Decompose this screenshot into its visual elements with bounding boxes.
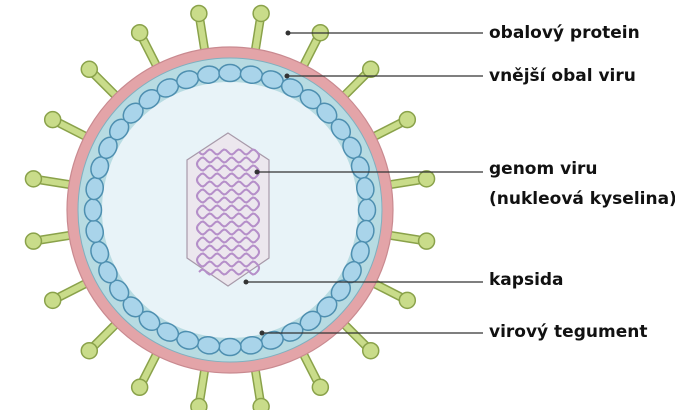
capsomere bbox=[85, 199, 102, 221]
capsomere bbox=[219, 65, 241, 82]
spike-head bbox=[419, 171, 435, 187]
spike-head bbox=[191, 399, 207, 410]
label-capsid: kapsida bbox=[489, 270, 564, 290]
spike-head bbox=[132, 25, 148, 41]
spike-head bbox=[419, 233, 435, 249]
spike-head bbox=[191, 5, 207, 21]
capsomere bbox=[359, 199, 376, 221]
spike-head bbox=[25, 233, 41, 249]
leader-envelope-protein-dot bbox=[286, 31, 291, 36]
spike-head bbox=[253, 5, 269, 21]
label-outer-envelope: vnější obal viru bbox=[489, 66, 636, 86]
spike-head bbox=[363, 61, 379, 77]
capsomere bbox=[219, 339, 241, 356]
label-genome-line1: genom viru bbox=[489, 159, 598, 179]
spike-head bbox=[81, 343, 97, 359]
spike-head bbox=[132, 379, 148, 395]
leader-outer-envelope-dot bbox=[285, 74, 290, 79]
spike-head bbox=[81, 61, 97, 77]
spike-head bbox=[45, 112, 61, 128]
label-tegument: virový tegument bbox=[489, 322, 647, 342]
spike-head bbox=[45, 292, 61, 308]
label-envelope-protein: obalový protein bbox=[489, 23, 640, 43]
leader-tegument-dot bbox=[260, 331, 265, 336]
spike-head bbox=[25, 171, 41, 187]
leader-capsid-dot bbox=[244, 280, 249, 285]
label-genome-line2: (nukleová kyselina) bbox=[489, 189, 675, 209]
spike-head bbox=[312, 379, 328, 395]
leader-genome-dot bbox=[255, 170, 260, 175]
spike-head bbox=[399, 112, 415, 128]
spike-head bbox=[253, 399, 269, 410]
spike-head bbox=[363, 343, 379, 359]
spike-head bbox=[399, 292, 415, 308]
